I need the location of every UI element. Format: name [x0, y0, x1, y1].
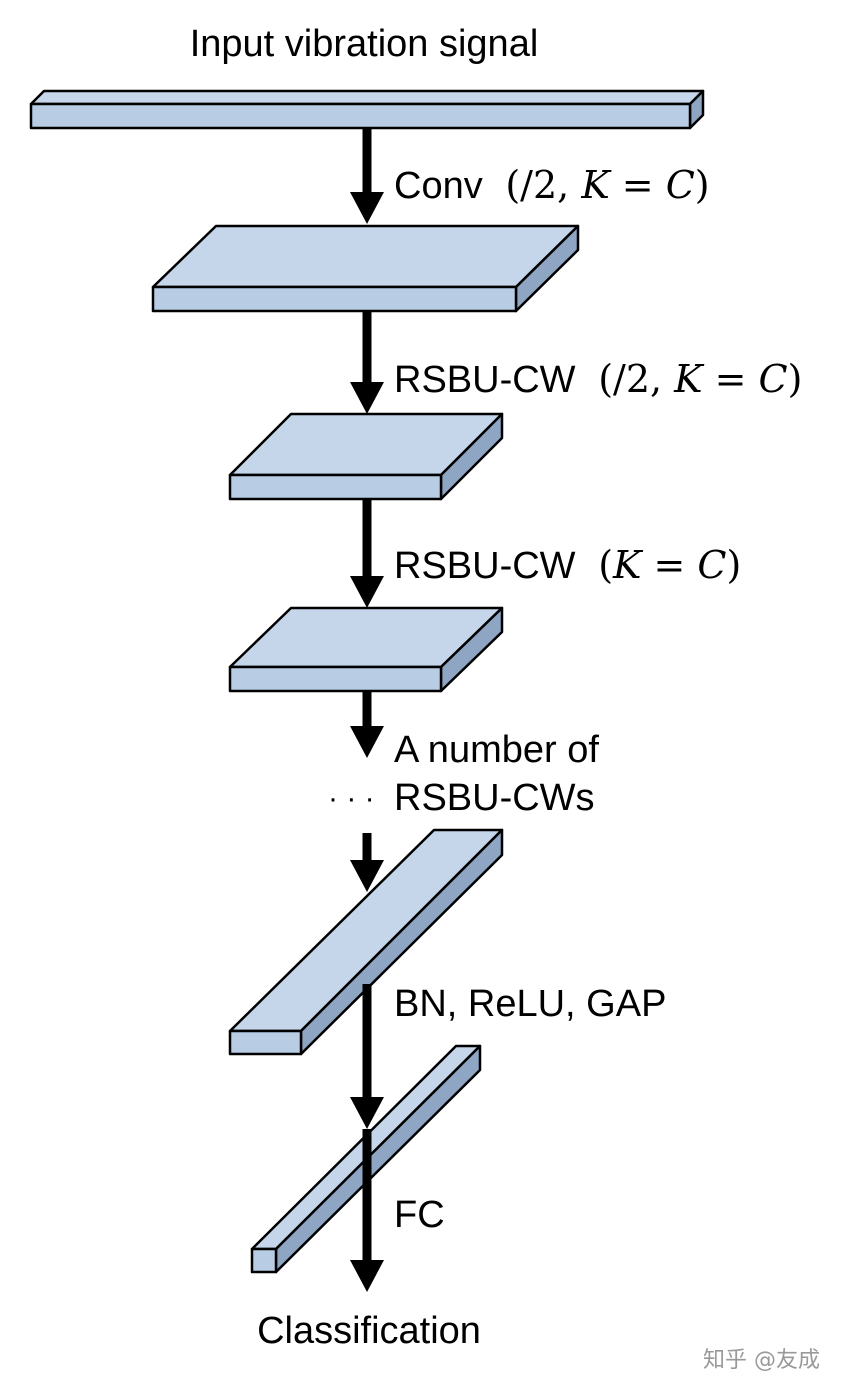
rsbu-cw-stride-label: RSBU-CW (/2, K = C): [394, 357, 802, 401]
rsbu-cw-label: RSBU-CW (K = C): [394, 543, 741, 587]
classification-label: Classification: [257, 1310, 481, 1352]
arrow-6: [350, 984, 384, 1129]
arrow-5: [350, 833, 384, 892]
feature-map-block: [228, 828, 504, 1056]
rsbu-cw-stride-block: [228, 412, 504, 501]
input-signal-block: [29, 89, 705, 130]
arrow-1: [350, 128, 384, 224]
arrow-3: [350, 499, 384, 608]
rsbu-cw-block: [228, 606, 504, 693]
bn-relu-gap-label: BN, ReLU, GAP: [394, 983, 666, 1025]
conv-label: Conv (/2, K = C): [394, 163, 710, 207]
conv-output-block: [151, 224, 580, 313]
arrow-4: [350, 691, 384, 758]
rsbu-cws-label-line2: RSBU-CWs: [394, 777, 595, 819]
ellipsis-label: · · ·: [328, 782, 375, 815]
fc-label: FC: [394, 1194, 445, 1236]
arrow-2: [350, 311, 384, 414]
title-label: Input vibration signal: [190, 23, 539, 65]
rsbu-cws-label-line1: A number of: [394, 729, 599, 771]
watermark: 知乎 @友成: [703, 1348, 820, 1373]
arrow-7: [350, 1129, 384, 1292]
